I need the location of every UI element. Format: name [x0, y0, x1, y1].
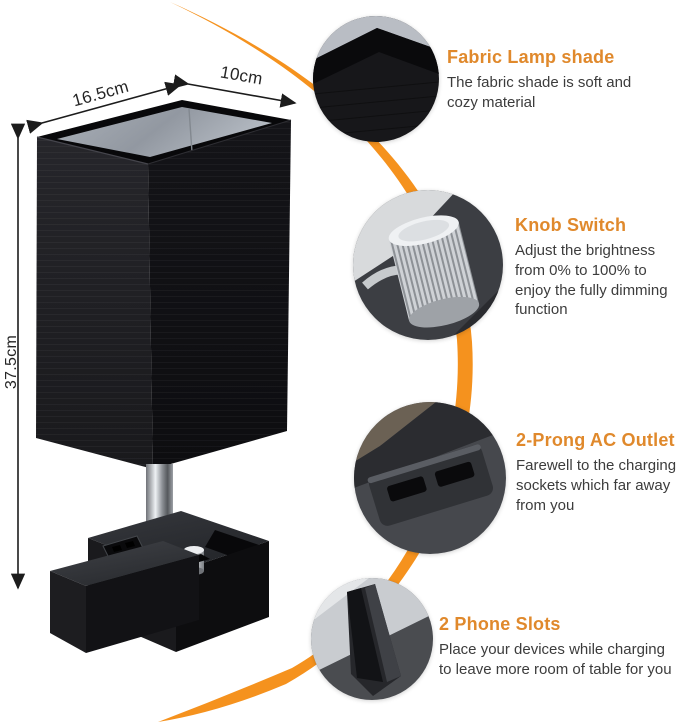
lamp-base [50, 511, 269, 653]
lampshade-corner-photo [313, 16, 439, 142]
callout-description: Adjust the brightness from 0% to 100% to… [515, 242, 668, 319]
callout-ac-outlet: 2-Prong AC Outlet Farewell to the chargi… [516, 430, 679, 515]
callout-title: 2-Prong AC Outlet [516, 430, 675, 450]
callout-description: Place your devices while charging to lea… [439, 641, 672, 678]
callout-description: Farewell to the charging sockets which f… [516, 457, 677, 514]
callout-title: 2 Phone Slots [439, 614, 561, 634]
dimension-height-label: 37.5cm [3, 334, 20, 390]
callout-fabric-lamp-shade: Fabric Lamp shade The fabric shade is so… [447, 47, 659, 113]
lamp-shade [36, 100, 292, 469]
callout-title: Fabric Lamp shade [447, 47, 615, 67]
phone-slot-photo [311, 578, 433, 700]
dimension-arrows [10, 74, 297, 590]
lamp-illustration [36, 100, 292, 653]
knob-switch-photo [353, 190, 503, 340]
ac-outlet-photo [354, 402, 506, 554]
callout-phone-slots: 2 Phone Slots Place your devices while c… [439, 614, 679, 680]
callout-description: The fabric shade is soft and cozy materi… [447, 74, 632, 111]
callout-knob-switch: Knob Switch Adjust the brightness from 0… [515, 215, 679, 320]
callout-title: Knob Switch [515, 215, 627, 235]
